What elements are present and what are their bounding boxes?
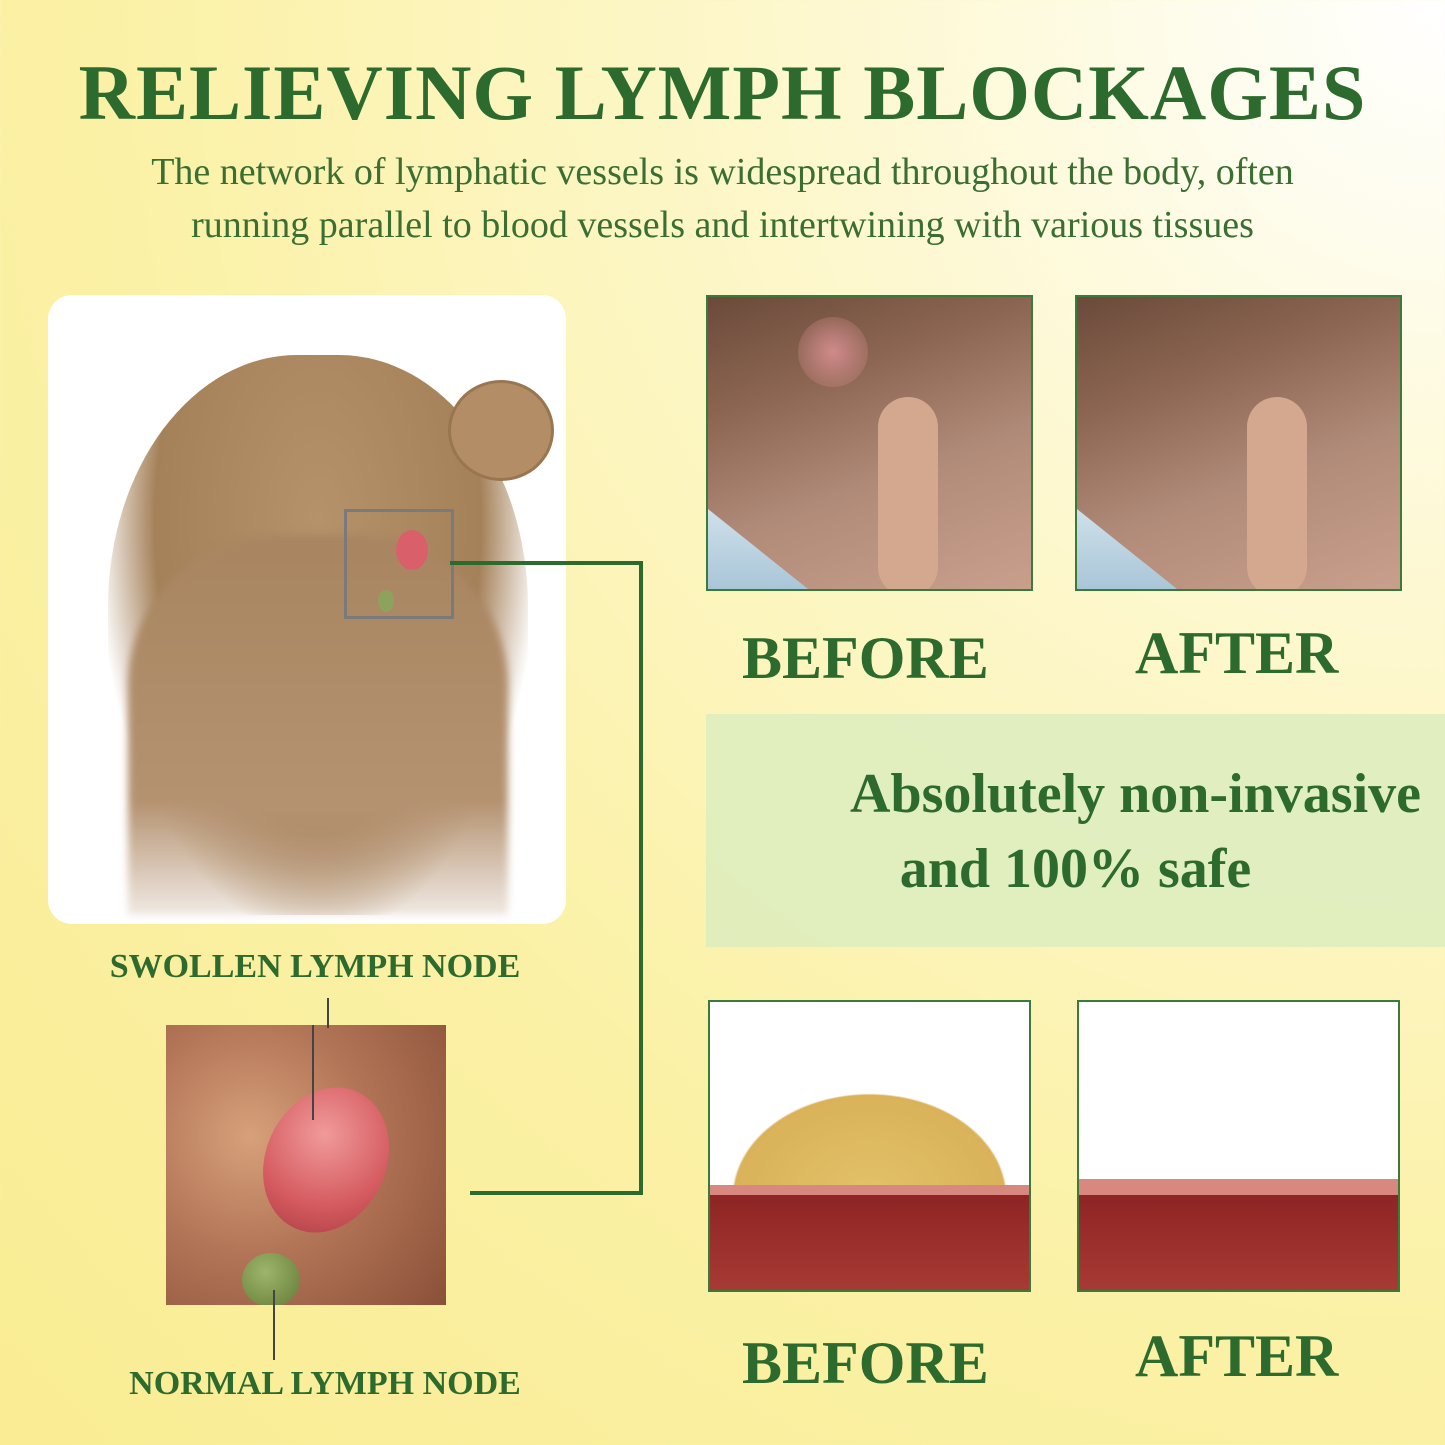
connector-line <box>639 561 643 1195</box>
after-label-bottom: AFTER <box>1135 1323 1339 1389</box>
normal-node-mark <box>378 590 394 612</box>
before-tissue-diagram <box>708 1000 1031 1292</box>
subtitle-line-1: The network of lymphatic vessels is wide… <box>151 151 1294 193</box>
normal-lymph-node-label: NORMAL LYMPH NODE <box>129 1365 521 1402</box>
pointer-line <box>327 998 329 1028</box>
connector-line <box>450 561 643 565</box>
fat-deposit <box>710 1077 1029 1197</box>
banner-line-2: and 100% safe <box>899 838 1252 900</box>
swollen-node <box>239 1066 413 1254</box>
pointer-line <box>312 1025 314 1120</box>
after-tissue-diagram <box>1077 1000 1400 1292</box>
swollen-node-mark <box>396 530 428 570</box>
swollen-lymph-node-label: SWOLLEN LYMPH NODE <box>109 948 521 985</box>
swelling <box>798 317 868 387</box>
connector-line <box>470 1191 643 1195</box>
neck-shape <box>128 535 508 915</box>
banner-line-1: Absolutely non-invasive <box>850 763 1421 825</box>
tissue-layer <box>710 1195 1029 1290</box>
page-title: RELIEVING LYMPH BLOCKAGES <box>78 49 1367 136</box>
after-label: AFTER <box>1135 620 1339 686</box>
subtitle-line-2: running parallel to blood vessels and in… <box>191 204 1254 246</box>
after-neck-photo <box>1075 295 1402 591</box>
before-label-bottom: BEFORE <box>742 1330 989 1396</box>
neck-illustration <box>48 295 566 924</box>
tissue-layer <box>1079 1195 1398 1290</box>
zoom-highlight-box <box>344 509 454 619</box>
safety-banner <box>706 714 1445 947</box>
pointer-line <box>273 1290 275 1360</box>
normal-node <box>242 1253 300 1305</box>
ear-shape <box>448 380 554 481</box>
skin-layer <box>710 1185 1029 1197</box>
before-label: BEFORE <box>742 625 989 691</box>
before-neck-photo <box>706 295 1033 591</box>
lymph-node-closeup <box>166 1025 446 1305</box>
skin-layer <box>1079 1179 1398 1197</box>
